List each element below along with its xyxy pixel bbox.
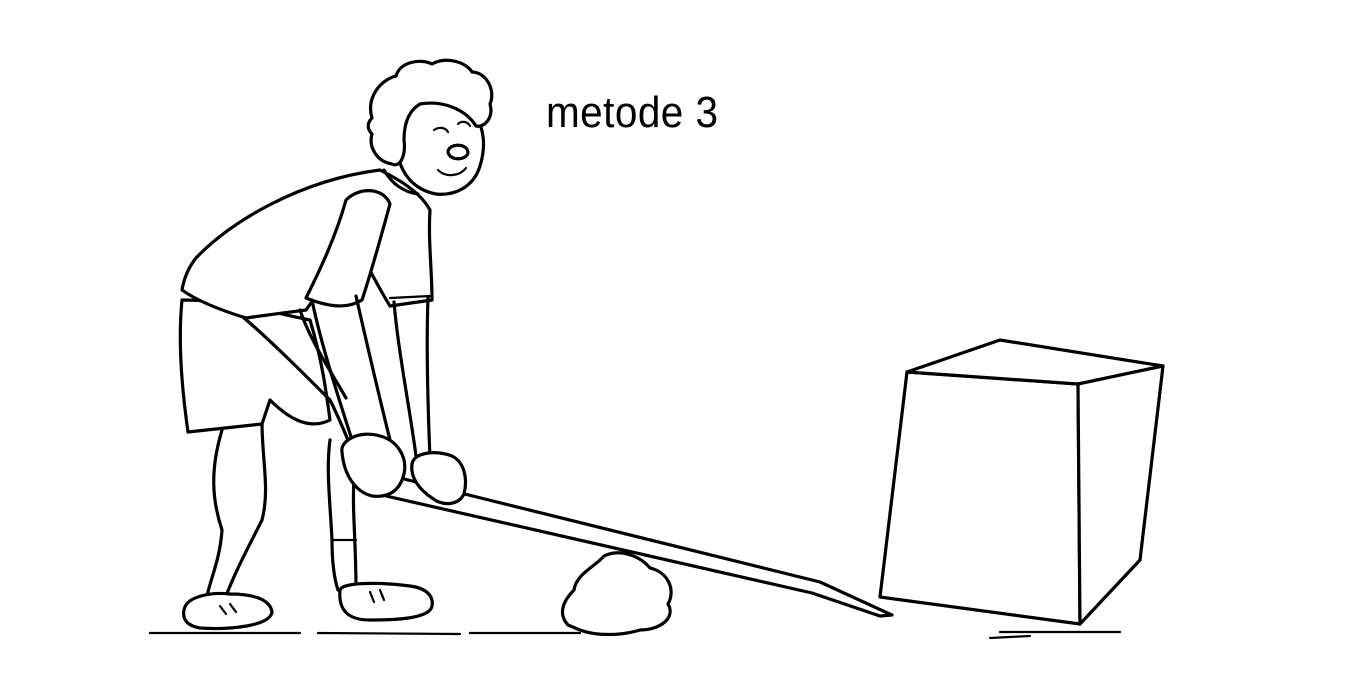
box (878, 338, 1165, 626)
hands (340, 432, 468, 506)
back-arm (242, 308, 354, 452)
front-leg (326, 438, 434, 622)
hair (366, 58, 494, 167)
head (366, 58, 494, 196)
neck (382, 168, 420, 196)
front-arm (304, 189, 432, 460)
method-caption: metode 3 (546, 88, 719, 137)
shorts (178, 298, 332, 434)
back-leg (182, 420, 274, 631)
rock (560, 551, 673, 637)
ground-line (148, 630, 1122, 640)
